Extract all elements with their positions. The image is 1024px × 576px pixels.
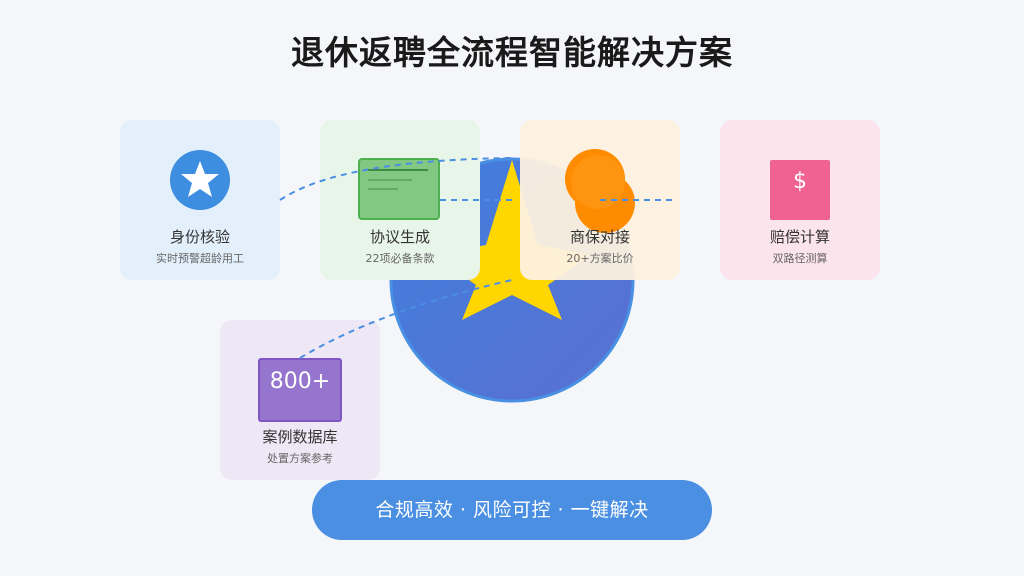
page-title: 退休返聘全流程智能解决方案 <box>291 33 733 72</box>
card-agreement[interactable]: 协议生成 22项必备条款 <box>320 120 480 280</box>
card-agreement-label: 协议生成 <box>369 228 430 246</box>
cta-button[interactable]: 合规高效 · 风险可控 · 一键解决 <box>312 480 712 540</box>
card-insurance-sub: 20+方案比价 <box>566 252 634 265</box>
card-compensation-sub: 双路径测算 <box>772 252 828 265</box>
card-insurance[interactable]: 商保对接 20+方案比价 <box>520 120 680 280</box>
card-cases-sub: 处置方案参考 <box>267 452 333 465</box>
card-compensation[interactable]: $ 赔偿计算 双路径测算 <box>720 120 880 280</box>
card-identity-sub: 实时预警超龄用工 <box>156 252 244 265</box>
card-compensation-label: 赔偿计算 <box>769 228 830 246</box>
card-cases[interactable]: 800+ 案例数据库 处置方案参考 <box>220 320 380 480</box>
database-badge-icon: 800+ <box>258 358 342 422</box>
coins-icon <box>565 149 635 233</box>
card-agreement-sub: 22项必备条款 <box>365 252 435 265</box>
star-icon <box>170 150 230 210</box>
card-identity[interactable]: 身份核验 实时预警超龄用工 <box>120 120 280 280</box>
dollar-icon: $ <box>770 160 830 220</box>
document-icon <box>358 158 440 220</box>
card-identity-label: 身份核验 <box>169 228 230 246</box>
card-insurance-label: 商保对接 <box>569 228 630 246</box>
card-cases-label: 案例数据库 <box>262 428 338 446</box>
